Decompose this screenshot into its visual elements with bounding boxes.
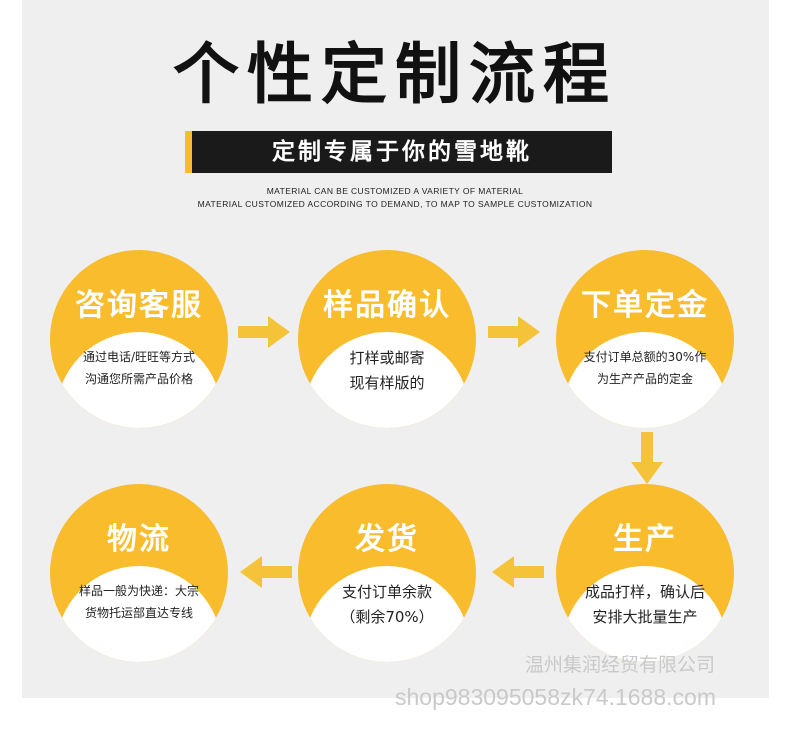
- arrow-left-icon: [492, 556, 544, 588]
- step-desc-line: 打样或邮寄: [349, 349, 425, 367]
- step-deposit-circle: 下单定金 支付订单总额的30%作 为生产产品的定金: [556, 250, 734, 428]
- step-title: 样品确认: [323, 288, 451, 323]
- step-title: 下单定金: [581, 288, 709, 323]
- step-desc-line: 为生产产品的定金: [596, 372, 693, 386]
- arrow-left-icon: [240, 556, 292, 588]
- arrow-down-icon: [631, 432, 663, 484]
- step-logistics-circle: 物流 样品一般为快递：大宗 货物托运部直达专线: [50, 484, 228, 662]
- arrow-right-icon: [488, 316, 540, 348]
- step-title: 物流: [107, 522, 171, 557]
- step-desc-line: 样品一般为快递：大宗: [78, 584, 199, 598]
- step-desc-line: 通过电话/旺旺等方式: [82, 350, 196, 364]
- step-desc-line: 现有样版的: [349, 374, 425, 392]
- step-description: 打样或邮寄 现有样版的: [298, 346, 476, 396]
- step-description: 样品一般为快递：大宗 货物托运部直达专线: [50, 580, 228, 624]
- step-sample-circle: 样品确认 打样或邮寄 现有样版的: [298, 250, 476, 428]
- step-desc-line: 沟通您所需产品价格: [84, 372, 193, 386]
- arrow-right-icon: [238, 316, 290, 348]
- step-title: 生产: [613, 522, 677, 557]
- step-production-circle: 生产 成品打样，确认后 安排大批量生产: [556, 484, 734, 662]
- step-desc-line: 成品打样，确认后: [584, 583, 705, 601]
- step-desc-line: （剩余70%）: [340, 608, 434, 626]
- step-description: 通过电话/旺旺等方式 沟通您所需产品价格: [50, 346, 228, 390]
- banner-text: 定制专属于你的雪地靴: [272, 139, 532, 165]
- step-desc-line: 支付订单总额的30%作: [583, 350, 707, 364]
- page-title: 个性定制流程: [173, 36, 617, 113]
- step-description: 支付订单余款 （剩余70%）: [298, 580, 476, 630]
- step-title: 咨询客服: [75, 288, 203, 323]
- company-watermark: 温州集润经贸有限公司: [525, 655, 716, 676]
- step-shipping-circle: 发货 支付订单余款 （剩余70%）: [298, 484, 476, 662]
- step-desc-line: 货物托运部直达专线: [84, 606, 193, 620]
- english-caption-line1: MATERIAL CAN BE CUSTOMIZED A VARIETY OF …: [266, 186, 524, 196]
- subtitle-banner: 定制专属于你的雪地靴: [185, 131, 612, 173]
- shop-url-watermark: shop983095058zk74.1688.com: [395, 684, 716, 710]
- step-desc-line: 支付订单余款: [341, 583, 432, 601]
- step-desc-line: 安排大批量生产: [592, 608, 698, 626]
- step-consult-circle: 咨询客服 通过电话/旺旺等方式 沟通您所需产品价格: [50, 250, 228, 428]
- english-caption-line2: MATERIAL CUSTOMIZED ACCORDING TO DEMAND,…: [197, 199, 593, 209]
- step-title: 发货: [355, 522, 419, 557]
- step-description: 支付订单总额的30%作 为生产产品的定金: [556, 346, 734, 390]
- step-description: 成品打样，确认后 安排大批量生产: [556, 580, 734, 630]
